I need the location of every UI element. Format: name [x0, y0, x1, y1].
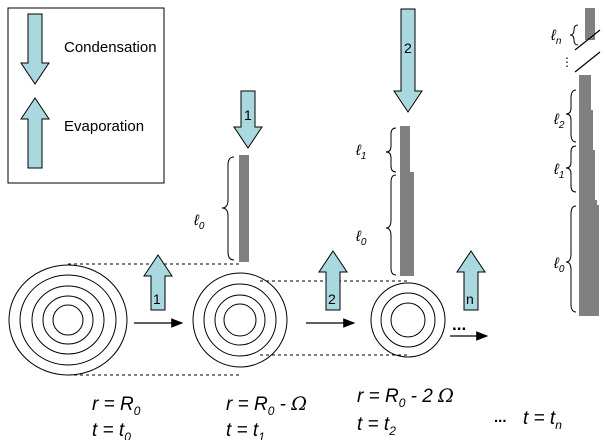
evaporation-legend-arrow	[20, 97, 50, 169]
condensation-arrow-2-number: 2	[404, 40, 412, 56]
stage-2-time: t = t2	[357, 414, 396, 438]
stage-1-time: t = t1	[226, 420, 265, 440]
progression-ellipsis: ...	[452, 315, 466, 334]
evaporation-arrow-1: 1	[143, 254, 173, 311]
progression-arrows	[134, 318, 489, 341]
vertical-ellipsis: ⋮	[561, 55, 573, 69]
l2-label-final: ℓ2	[553, 111, 565, 131]
evaporation-arrow-n: n	[456, 250, 486, 311]
l1-brace-stage-2	[385, 127, 397, 173]
l0-label-final: ℓ0	[553, 255, 565, 275]
final-stage-time: t = tn	[523, 408, 562, 432]
l1-label-final: ℓ1	[553, 161, 564, 181]
condensation-arrow-1-number: 1	[244, 107, 252, 123]
stage-1-caption: r = R0 - Ω t = t1	[226, 393, 307, 440]
evaporation-arrow-2-number: 2	[328, 291, 336, 307]
droplet-stage-1	[192, 272, 288, 368]
dashed-guides	[68, 263, 410, 376]
stage-0-time: t = t0	[92, 420, 131, 440]
condensation-arrow-1: 1	[233, 90, 263, 149]
stage-2-radius: r = R0 - 2 Ω	[357, 385, 454, 410]
evaporation-arrow-2: 2	[318, 250, 348, 311]
l0-label-stage-2: ℓ0	[355, 228, 367, 248]
droplet-stage-0	[8, 264, 128, 376]
evaporation-arrow-1-number: 1	[153, 291, 161, 307]
condensation-legend-arrow	[20, 13, 50, 85]
stage-1-radius: r = R0 - Ω	[226, 393, 307, 418]
stage-0-caption: r = R0 t = t0	[92, 394, 141, 440]
condensation-label: Condensation	[64, 39, 157, 56]
l0-brace-stage-1	[221, 156, 235, 261]
droplet-stage-2	[370, 282, 446, 358]
ln-label-final: ℓn	[550, 27, 562, 47]
l0-label-stage-1: ℓ0	[193, 212, 205, 232]
layer-stack-stage-2	[400, 126, 414, 276]
stage-2-caption: r = R0 - 2 Ω t = t2	[357, 385, 454, 438]
stage-0-radius: r = R0	[92, 394, 141, 418]
final-stage-caption: ... t = tn	[494, 408, 562, 432]
stack-break-marks	[574, 29, 601, 73]
legend: Condensation Evaporation	[7, 7, 165, 184]
condensation-arrow-2: 2	[393, 8, 423, 113]
layer-stack-final	[579, 8, 599, 316]
l0-brace-stage-2	[385, 174, 397, 276]
ln-brace-final	[569, 24, 579, 46]
evaporation-label: Evaporation	[64, 118, 144, 135]
layer-stack-stage-1	[239, 155, 249, 262]
l0-brace-final	[565, 205, 577, 313]
l1-label-stage-2: ℓ1	[355, 142, 366, 162]
final-stage-dots: ...	[494, 409, 507, 426]
l1-brace-final	[565, 145, 577, 193]
evaporation-arrow-n-number: n	[466, 291, 474, 307]
l2-brace-final	[565, 89, 577, 143]
